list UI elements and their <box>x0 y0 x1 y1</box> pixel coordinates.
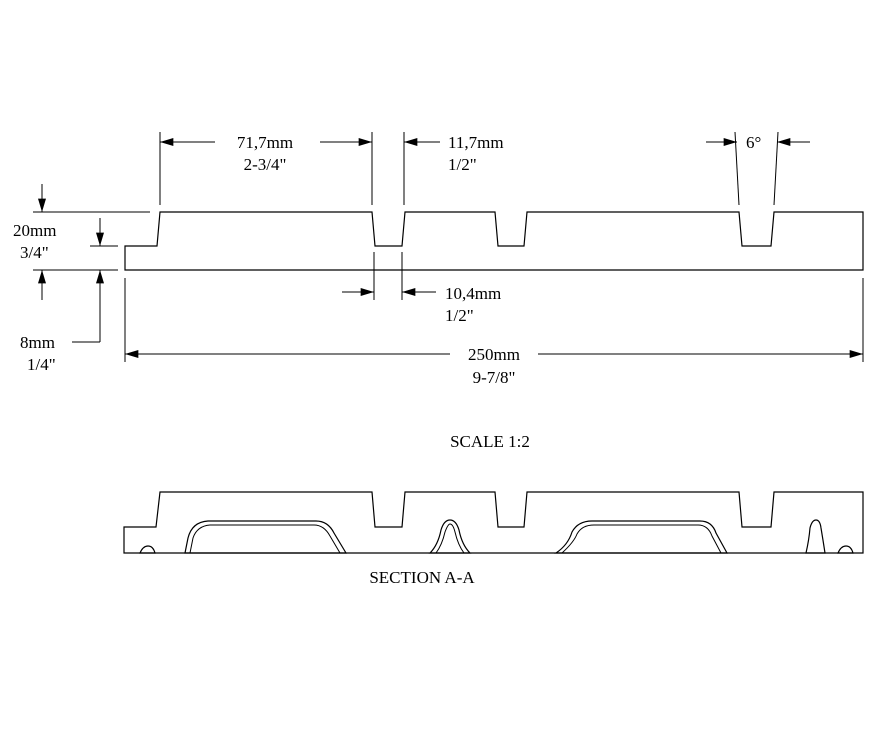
overall-length-mm: 250mm <box>468 345 520 364</box>
slot-top-width-mm: 11,7mm <box>448 133 504 152</box>
dimension-slot-angle: 6° <box>706 131 810 206</box>
slot-spacing-inch: 2-3/4" <box>244 155 287 174</box>
dimension-heights: 20mm 3/4" 8mm 1/4" <box>13 184 150 374</box>
slot-bottom-width-inch: 1/2" <box>445 306 474 325</box>
cavity <box>554 520 729 554</box>
profile-outline <box>124 211 864 271</box>
base-thickness-inch: 1/4" <box>27 355 56 374</box>
base-thickness-mm: 8mm <box>20 333 55 352</box>
slot-bottom-width-mm: 10,4mm <box>445 284 501 303</box>
overall-length-inch: 9-7/8" <box>473 368 516 387</box>
slot-spacing-mm: 71,7mm <box>237 133 293 152</box>
scale-label: SCALE 1:2 <box>450 432 530 451</box>
total-height-inch: 3/4" <box>20 243 49 262</box>
section-view <box>123 491 864 554</box>
cavity <box>184 520 348 554</box>
dimension-slot-bottom-width: 10,4mm 1/2" <box>342 252 501 325</box>
dimension-overall-length: 250mm 9-7/8" <box>124 278 864 387</box>
rib <box>805 519 826 554</box>
dimension-slot-spacing: 71,7mm 2-3/4" <box>159 132 373 205</box>
section-label: SECTION A-A <box>369 568 475 587</box>
slot-angle-label: 6° <box>746 133 761 152</box>
slot-top-width-inch: 1/2" <box>448 155 477 174</box>
total-height-mm: 20mm <box>13 221 56 240</box>
rib <box>428 519 472 554</box>
dimension-slot-top-width: 11,7mm 1/2" <box>403 132 504 205</box>
